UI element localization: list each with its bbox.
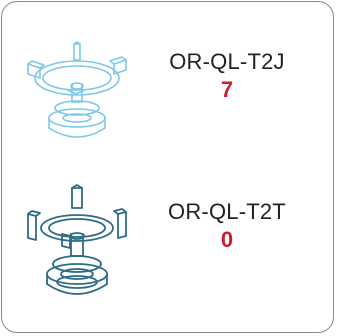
part-thumbnail-t2t[interactable] [22,184,132,314]
light-blue-part-icon [27,41,127,138]
product-code: OR-QL-T2T [168,199,286,224]
part-thumbnail-t2j[interactable] [22,24,132,154]
product-info-t2j: OR-QL-T2J 7 [152,48,302,104]
product-item-t2j[interactable]: OR-QL-T2J 7 [2,24,335,164]
product-count: 7 [220,77,234,102]
product-item-t2t[interactable]: OR-QL-T2T 0 [2,184,335,324]
product-count: 0 [220,227,234,252]
product-info-t2t: OR-QL-T2T 0 [152,198,302,254]
product-card: OR-QL-T2J 7 [1,1,334,333]
product-code: OR-QL-T2J [169,49,285,74]
dark-blue-part-icon [27,184,127,295]
